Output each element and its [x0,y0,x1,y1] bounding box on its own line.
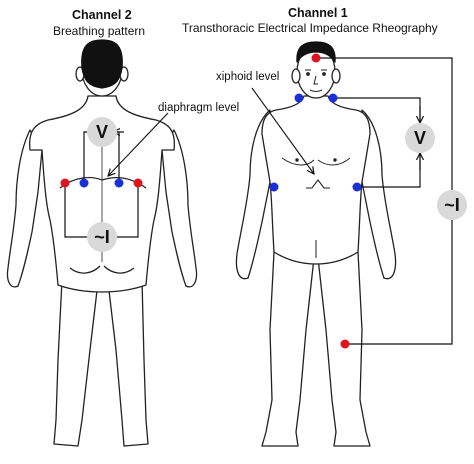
back-hair [81,39,123,89]
back-left-arm [6,129,43,288]
diaphragm-level-label: diaphragm level [158,102,240,114]
diaphragm-curve [59,177,147,189]
channel2-subtitle: Breathing pattern [53,24,146,38]
ch1-voltage-electrode-neck-right [328,93,338,103]
diaphragm-pointer-line [108,112,169,176]
channel2-current-source: ~I [87,222,117,252]
front-left-arm [235,109,271,280]
front-torso [261,95,371,265]
ch1-current-electrode-forehead [311,53,321,63]
channel2-title: Channel 2 [72,8,132,22]
ch1-voltage-electrode-waist-left [269,182,279,192]
back-right-leg [107,279,149,447]
back-right-arm [161,129,198,288]
channel1-title: Channel 1 [288,6,348,20]
front-right-arm [361,109,397,280]
front-left-ear [291,68,301,84]
xiphoid-level-label: xiphoid level [216,71,280,83]
back-left-leg [53,279,99,447]
ch1-voltage-electrode-neck-left [294,93,304,103]
back-buttocks [69,265,135,274]
ch2-current-electrode-right [133,178,143,188]
front-right-ear [331,68,341,84]
channel1-current-source: ~I [437,190,467,220]
channel1-voltmeter: V [405,123,435,153]
back-view-body [6,39,198,447]
channel2-current-wiring [64,183,139,238]
front-hair [296,41,336,63]
channel2-voltmeter: V [87,117,117,147]
ch1-voltage-electrode-waist-right [352,182,362,192]
ch2-voltage-electrode-left [79,178,89,188]
front-right-leg [317,251,371,447]
xiphoid-mark [306,179,330,189]
front-face [305,69,327,92]
ch2-current-electrode-left [60,178,70,188]
xiphoid-pointer-line [251,87,314,174]
front-chest [281,157,351,258]
front-left-leg [261,251,315,447]
front-view-body [235,41,397,447]
channel1-subtitle: Transthoracic Electrical Impedance Rheog… [182,21,438,35]
ch1-current-electrode-knee [340,339,350,349]
ch2-voltage-electrode-right [114,178,124,188]
